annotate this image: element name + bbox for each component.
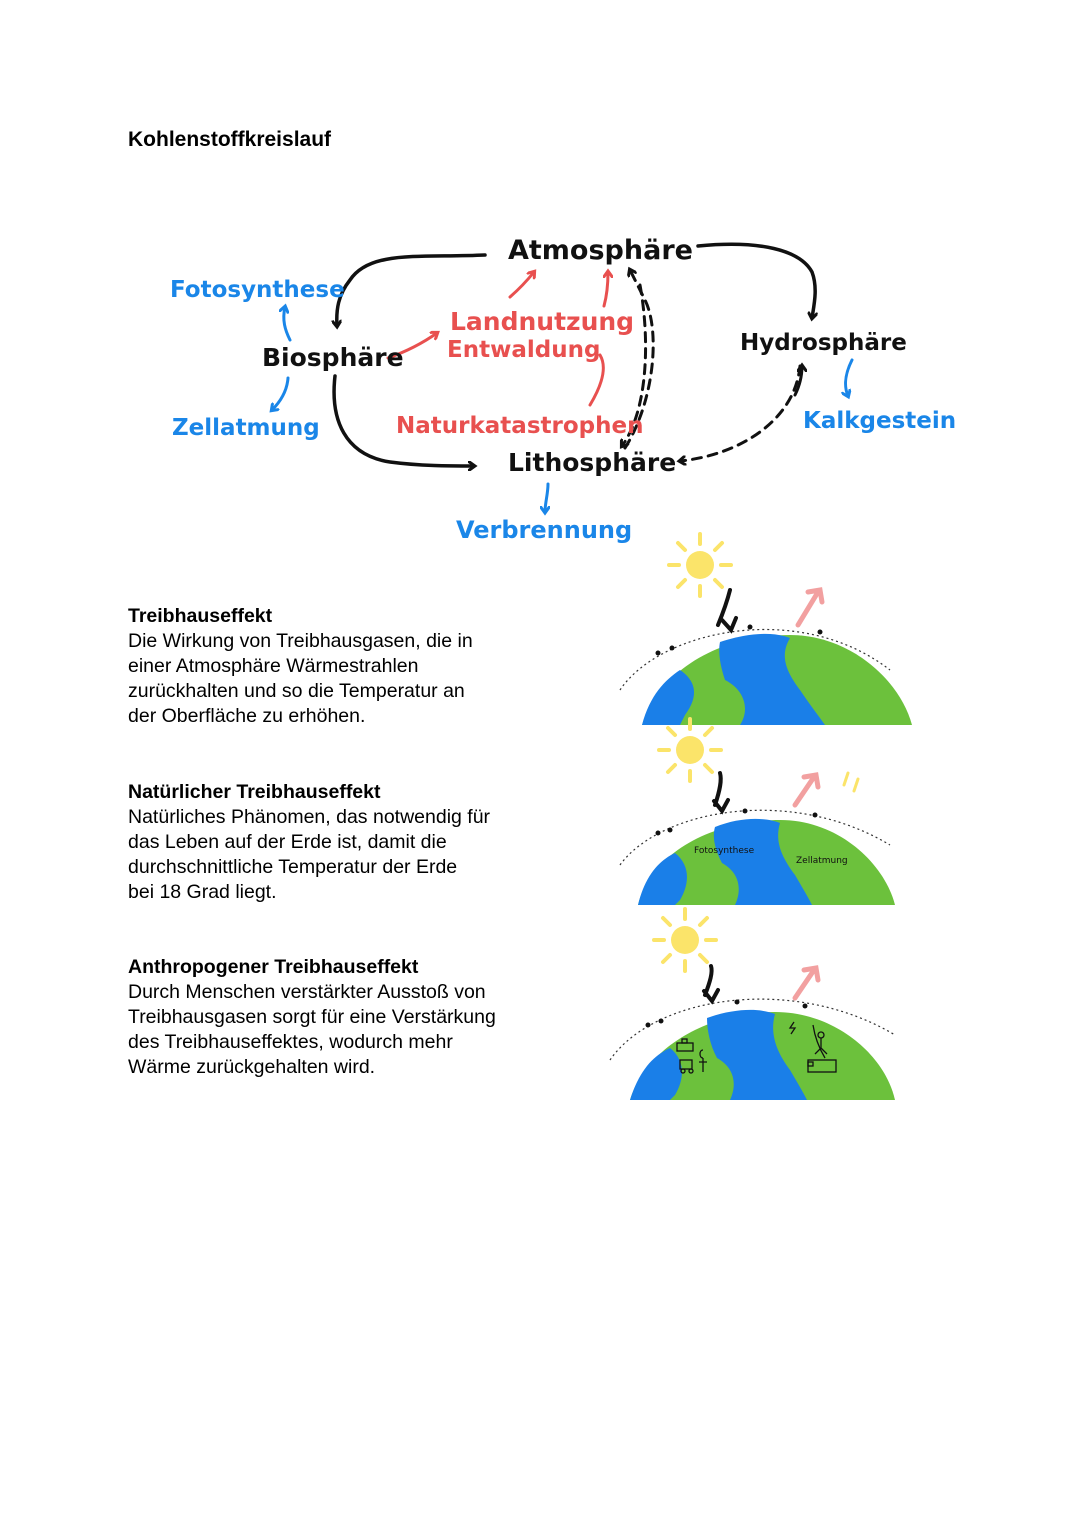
arrow-disasters-to-atmosphere (588, 353, 605, 407)
earth-illustration-3 (609, 907, 896, 1100)
section-heading: Anthropogener Treibhauseffekt (128, 956, 419, 978)
label-natural-disasters: Naturkatastrophen (396, 413, 643, 439)
sun-icon (667, 532, 733, 598)
arrow-atmosphere-to-hydrosphere (696, 242, 815, 318)
earth-illustration-2: Fotosynthese Zellatmung (619, 717, 895, 905)
section-greenhouse-effect: Treibhauseffekt Die Wirkung von Treibhau… (128, 604, 568, 729)
sun-icon (652, 907, 718, 973)
section-body: Natürliches Phänomen, das notwendig für … (128, 806, 491, 903)
industry-icon (788, 1021, 837, 1073)
arrow-biosphere-to-cellrespiration (272, 376, 290, 410)
label-land-use: Landnutzung (450, 307, 634, 336)
label-photosynthesis: Fotosynthese (170, 277, 345, 303)
sun-icon (657, 717, 723, 783)
section-body: Die Wirkung von Treibhausgasen, die in e… (128, 630, 473, 727)
section-anthropogenic-greenhouse-effect: Anthropogener Treibhauseffekt Durch Mens… (128, 955, 568, 1080)
section-heading: Treibhauseffekt (128, 605, 273, 627)
arrow-biosphere-to-photosynthesis (284, 307, 292, 342)
label-hydrosphere: Hydrosphäre (740, 330, 907, 356)
arrow-biosphere-to-lithosphere (332, 374, 474, 466)
earth-illustration-1 (619, 532, 912, 725)
earth2-label-right: Zellatmung (796, 856, 848, 866)
greenhouse-illustrations: Fotosynthese Zellatmung (609, 532, 912, 1100)
label-deforestation: Entwaldung (447, 337, 600, 363)
arrow-hydrosphere-to-limestone (845, 358, 854, 396)
arrow-hydrosphere-to-lithosphere-dashed (680, 364, 802, 461)
arrow-atmosphere-to-biosphere (337, 253, 487, 326)
earth2-label-left: Fotosynthese (694, 846, 755, 856)
label-cell-respiration: Zellatmung (172, 415, 320, 441)
factory-icon (676, 1038, 707, 1074)
label-atmosphere: Atmosphäre (508, 235, 693, 266)
section-natural-greenhouse-effect: Natürlicher Treibhauseffekt Natürliches … (128, 780, 568, 905)
page-title: Kohlenstoffkreislauf (128, 128, 332, 151)
arrow-lithosphere-atmosphere-dashed (623, 270, 655, 450)
section-body: Durch Menschen verstärkter Ausstoß von T… (128, 981, 496, 1078)
arrow-atmosphere-lithosphere-dashed (622, 283, 648, 446)
arrow-landuse-to-atmosphere (508, 272, 534, 299)
arrow-biosphere-to-landuse (386, 333, 437, 360)
label-limestone: Kalkgestein (803, 408, 956, 434)
arrow-lithosphere-to-combustion (545, 482, 548, 512)
arrow-lithosphere-to-hydrosphere-dashed-tip (793, 366, 802, 397)
section-heading: Natürlicher Treibhauseffekt (128, 781, 381, 803)
arrow-landuse-up (602, 272, 608, 308)
label-biosphere: Biosphäre (262, 343, 404, 372)
label-lithosphere: Lithosphäre (508, 448, 676, 477)
